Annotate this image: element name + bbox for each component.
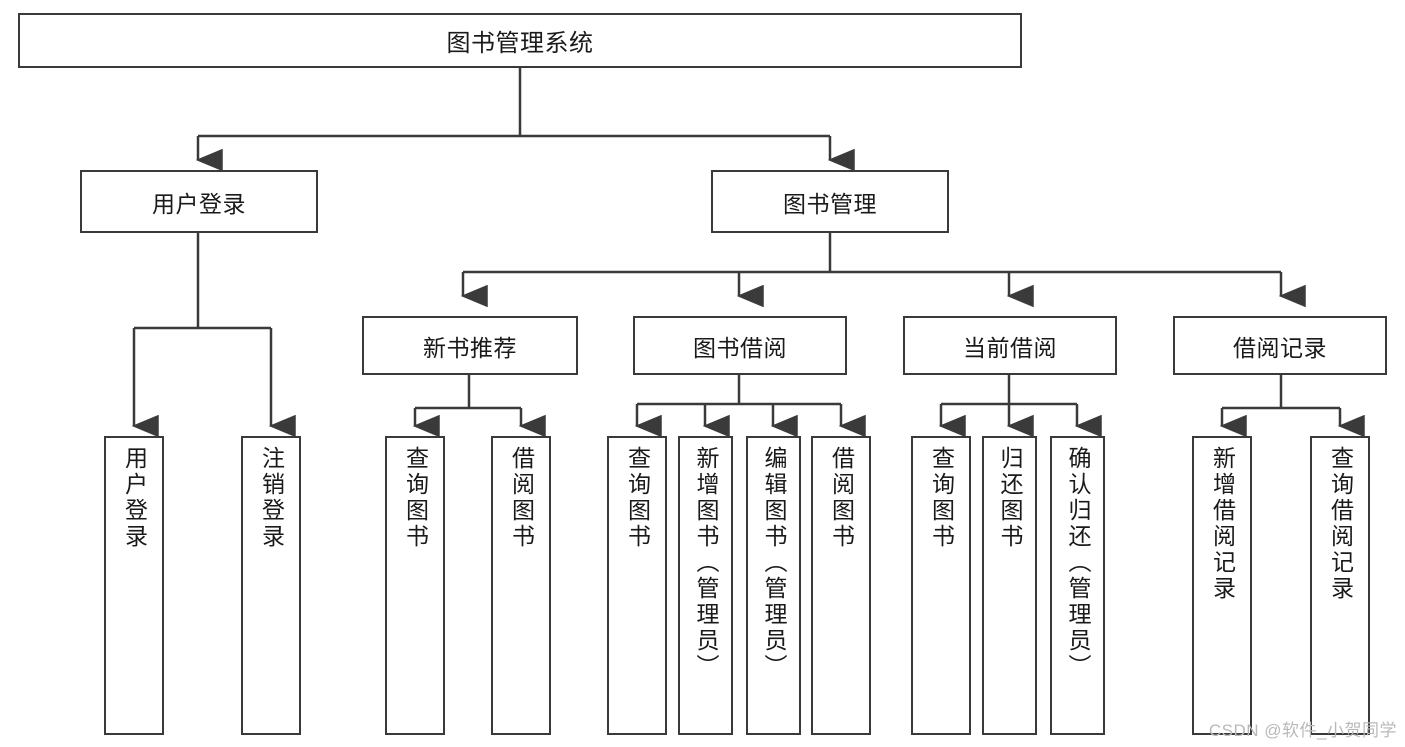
node-user-login[interactable]: 用户登录: [80, 170, 318, 233]
node-leaf-return-book[interactable]: 归还图书: [982, 436, 1037, 735]
node-leaf-query-book-borrow[interactable]: 查询图书: [607, 436, 667, 735]
node-leaf-borrow-book-recommend-label: 借阅图书: [508, 446, 535, 550]
node-leaf-query-borrow-record-label: 查询借阅记录: [1327, 446, 1354, 602]
node-leaf-edit-book-admin-label: 编辑图书（管理员）: [761, 446, 787, 680]
node-leaf-add-borrow-record[interactable]: 新增借阅记录: [1192, 436, 1252, 735]
node-book-manage[interactable]: 图书管理: [711, 170, 949, 233]
node-user-login-label: 用户登录: [152, 190, 246, 217]
node-current-borrow[interactable]: 当前借阅: [903, 316, 1117, 375]
node-new-book-recommend[interactable]: 新书推荐: [362, 316, 578, 375]
node-leaf-confirm-return-admin[interactable]: 确认归还（管理员）: [1050, 436, 1105, 735]
node-leaf-borrow-book-label: 借阅图书: [828, 446, 855, 550]
node-root-system-label: 图书管理系统: [446, 30, 594, 57]
node-leaf-user-login[interactable]: 用户登录: [104, 436, 164, 735]
node-root-system[interactable]: 图书管理系统: [18, 13, 1022, 68]
node-current-borrow-label: 当前借阅: [963, 334, 1057, 361]
csdn-watermark: CSDN @软件_小贺同学: [1208, 721, 1397, 740]
node-leaf-query-book-current-label: 查询图书: [928, 446, 955, 550]
node-leaf-logout[interactable]: 注销登录: [241, 436, 301, 735]
node-borrow-record-label: 借阅记录: [1233, 334, 1327, 361]
node-leaf-edit-book-admin[interactable]: 编辑图书（管理员）: [746, 436, 801, 735]
node-book-manage-label: 图书管理: [783, 190, 877, 217]
node-leaf-add-book-admin[interactable]: 新增图书（管理员）: [678, 436, 733, 735]
node-leaf-add-book-admin-label: 新增图书（管理员）: [693, 446, 719, 680]
node-leaf-confirm-return-admin-label: 确认归还（管理员）: [1065, 446, 1091, 680]
node-leaf-query-book-current[interactable]: 查询图书: [911, 436, 971, 735]
node-leaf-query-book-recommend[interactable]: 查询图书: [385, 436, 445, 735]
node-leaf-add-borrow-record-label: 新增借阅记录: [1209, 446, 1236, 602]
node-book-borrow[interactable]: 图书借阅: [633, 316, 847, 375]
node-leaf-query-borrow-record[interactable]: 查询借阅记录: [1310, 436, 1370, 735]
node-leaf-user-login-label: 用户登录: [121, 446, 148, 550]
node-leaf-query-book-recommend-label: 查询图书: [402, 446, 429, 550]
node-new-book-recommend-label: 新书推荐: [423, 334, 517, 361]
node-leaf-logout-label: 注销登录: [258, 446, 285, 550]
node-leaf-borrow-book-recommend[interactable]: 借阅图书: [491, 436, 551, 735]
node-leaf-query-book-borrow-label: 查询图书: [624, 446, 651, 550]
node-leaf-return-book-label: 归还图书: [997, 446, 1023, 550]
node-borrow-record[interactable]: 借阅记录: [1173, 316, 1387, 375]
node-book-borrow-label: 图书借阅: [693, 334, 787, 361]
node-leaf-borrow-book[interactable]: 借阅图书: [811, 436, 871, 735]
